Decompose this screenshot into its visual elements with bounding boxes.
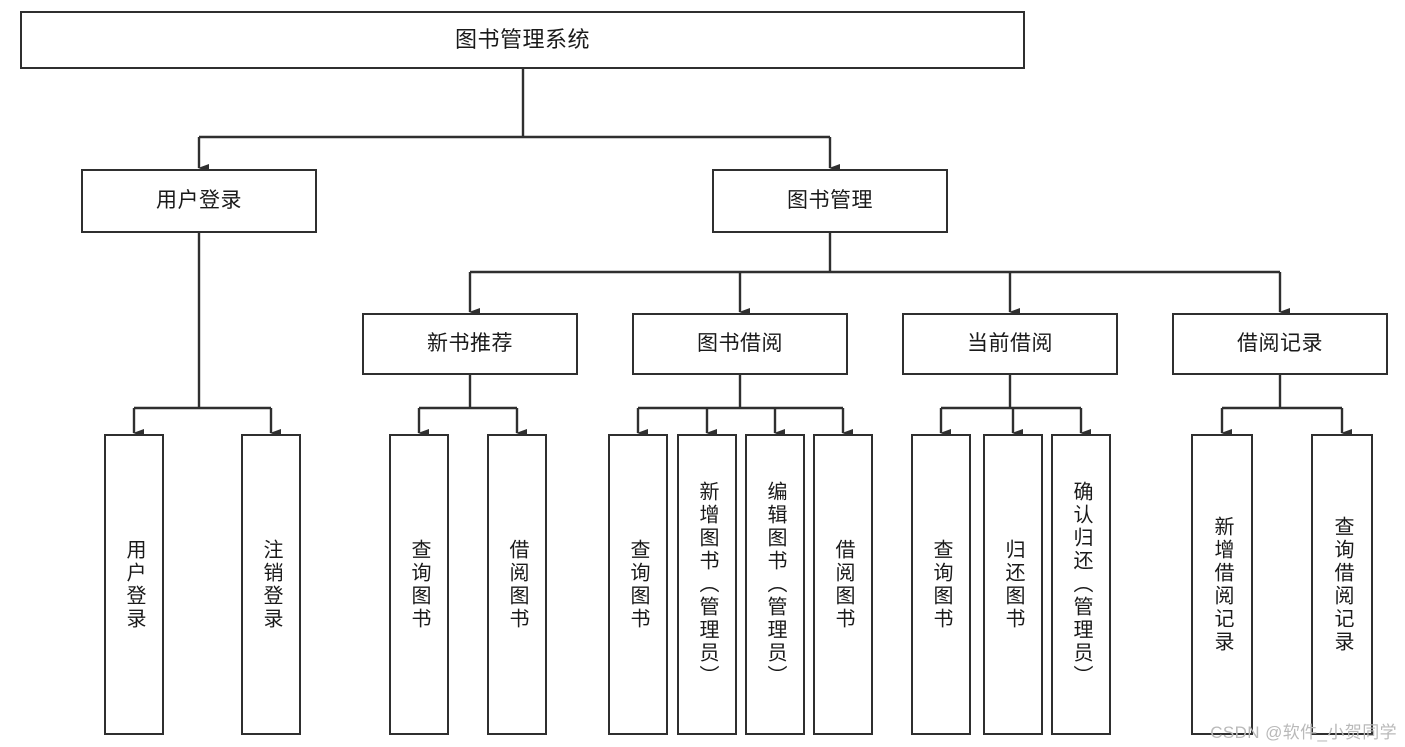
node-label: 编辑图书（管理员）	[764, 481, 786, 688]
node-leaf-borrow-book-2[interactable]: 借阅图书	[813, 434, 873, 735]
node-book-manage[interactable]: 图书管理	[712, 169, 948, 233]
node-label: 借阅记录	[1237, 331, 1323, 355]
node-label: 当前借阅	[967, 331, 1053, 355]
node-leaf-borrow-book-1[interactable]: 借阅图书	[487, 434, 547, 735]
node-label: 图书借阅	[697, 331, 783, 355]
node-label: 确认归还（管理员）	[1070, 481, 1092, 688]
node-leaf-query-book-3[interactable]: 查询图书	[911, 434, 971, 735]
node-leaf-logout[interactable]: 注销登录	[241, 434, 301, 735]
node-label: 查询图书	[930, 538, 952, 631]
node-label: 用户登录	[123, 538, 145, 631]
node-label: 查询图书	[408, 538, 430, 631]
node-current-borrow[interactable]: 当前借阅	[902, 313, 1118, 375]
node-label: 查询借阅记录	[1331, 515, 1353, 654]
node-user-login[interactable]: 用户登录	[81, 169, 317, 233]
node-leaf-query-book-1[interactable]: 查询图书	[389, 434, 449, 735]
node-new-book-rec[interactable]: 新书推荐	[362, 313, 578, 375]
watermark-label: CSDN @软件_小贺同学	[1210, 723, 1397, 742]
node-leaf-query-record[interactable]: 查询借阅记录	[1311, 434, 1373, 735]
node-label: 查询图书	[627, 538, 649, 631]
node-leaf-return-book[interactable]: 归还图书	[983, 434, 1043, 735]
node-label: 用户登录	[156, 188, 242, 212]
node-leaf-edit-book[interactable]: 编辑图书（管理员）	[745, 434, 805, 735]
node-leaf-add-record[interactable]: 新增借阅记录	[1191, 434, 1253, 735]
node-label: 归还图书	[1002, 538, 1024, 631]
node-label: 新书推荐	[427, 331, 513, 355]
node-label: 新增图书（管理员）	[696, 481, 718, 688]
node-book-borrow[interactable]: 图书借阅	[632, 313, 848, 375]
node-label: 新增借阅记录	[1211, 515, 1233, 654]
node-root[interactable]: 图书管理系统	[20, 11, 1025, 69]
node-leaf-query-book-2[interactable]: 查询图书	[608, 434, 668, 735]
node-label: 借阅图书	[506, 538, 528, 631]
node-leaf-user-login[interactable]: 用户登录	[104, 434, 164, 735]
node-label: 图书管理系统	[454, 27, 590, 53]
node-leaf-confirm-return[interactable]: 确认归还（管理员）	[1051, 434, 1111, 735]
node-leaf-add-book[interactable]: 新增图书（管理员）	[677, 434, 737, 735]
node-label: 借阅图书	[832, 538, 854, 631]
node-borrow-record[interactable]: 借阅记录	[1172, 313, 1388, 375]
node-label: 图书管理	[787, 188, 873, 212]
edge-group	[132, 69, 1352, 437]
node-label: 注销登录	[260, 538, 282, 631]
